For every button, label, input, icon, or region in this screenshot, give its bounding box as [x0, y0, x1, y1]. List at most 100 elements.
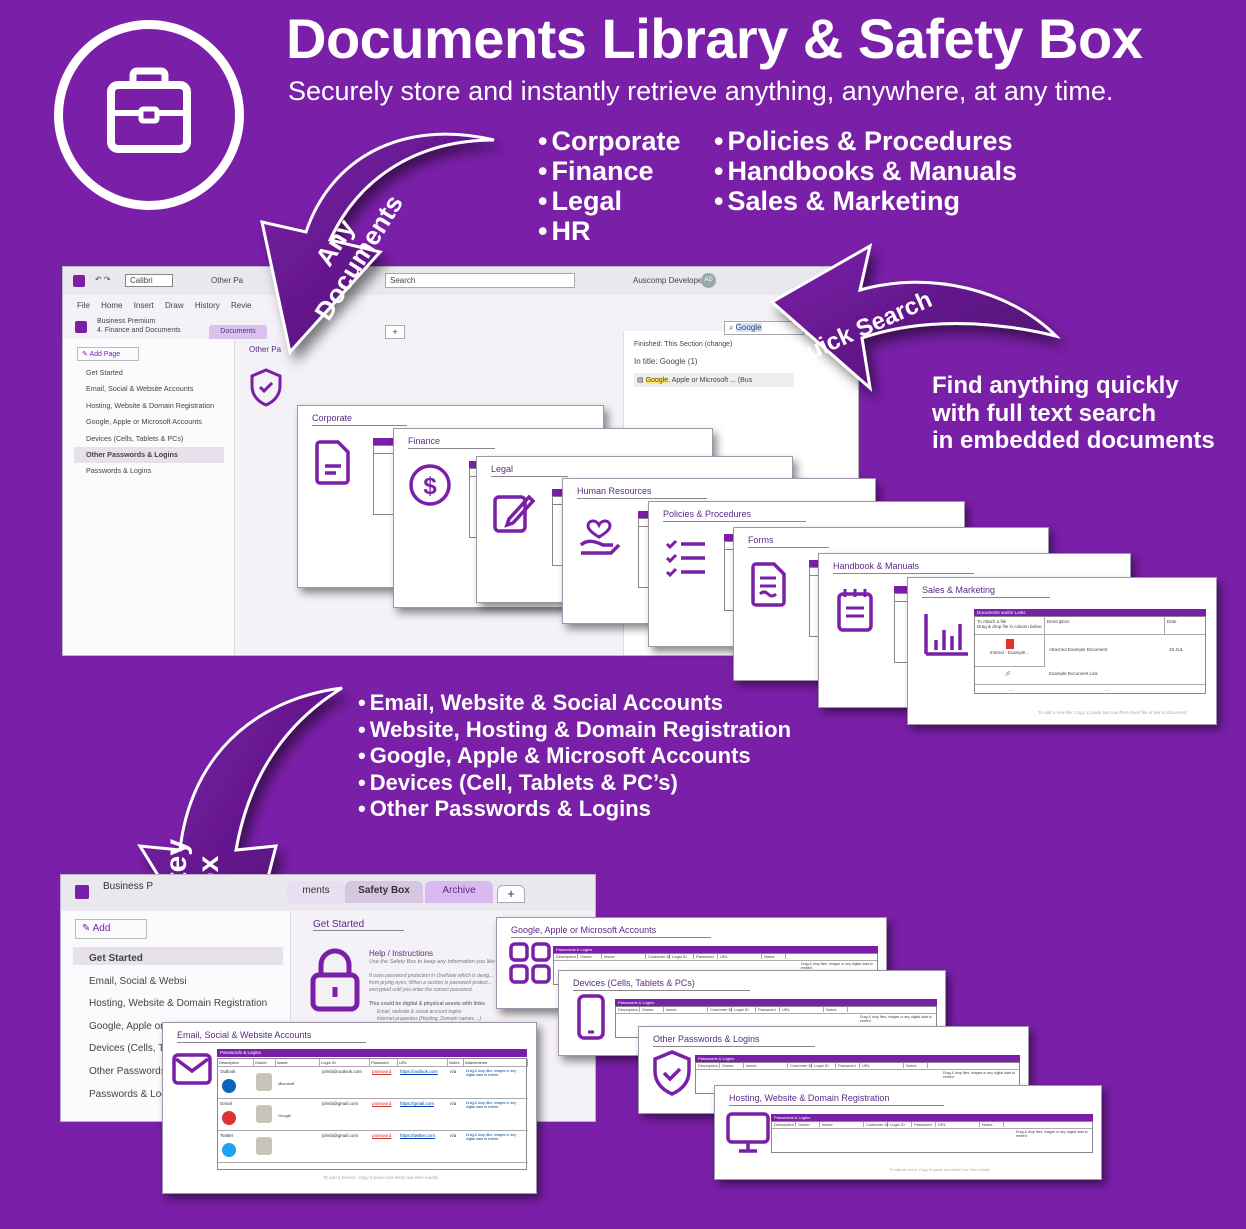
document-card[interactable]: Sales & Marketing Documents and/or Links… — [907, 577, 1217, 725]
search-scope[interactable]: Finished: This Section (change) — [634, 341, 733, 348]
page-title-text: Other Pa — [249, 345, 282, 354]
menu-item-home[interactable]: Home — [101, 301, 123, 310]
safety-card[interactable]: Hosting, Website & Domain Registration P… — [714, 1085, 1102, 1180]
list-item: Devices (Cell, Tablets & PC’s) — [358, 770, 791, 797]
bars-icon — [922, 610, 970, 663]
tab-documents[interactable]: Documents — [209, 325, 267, 339]
tab-archive[interactable]: Archive — [425, 881, 493, 903]
notebook-picker[interactable]: Business Premium 4. Finance and Document… — [97, 317, 181, 335]
title-bar: ↶ ↷ Calibri Other Pa Search Auscomp Deve… — [63, 267, 858, 295]
undo-icon[interactable]: ↶ ↷ — [95, 275, 111, 284]
page-item-selected[interactable]: Other Passwords & Logins — [74, 447, 224, 464]
attach-note: Drag & drop files, images or any digital… — [943, 1071, 1015, 1079]
page-item[interactable]: Hosting, Website & Domain Registration — [89, 998, 268, 1010]
search-input[interactable]: Search — [385, 273, 575, 288]
list-item: Google, Apple & Microsoft Accounts — [358, 743, 791, 770]
card-title: Sales & Marketing — [922, 585, 1051, 598]
login-cell: johnb@gmail.com — [322, 1101, 359, 1106]
page-item[interactable]: Google, Apple or — [89, 1020, 164, 1032]
notes-cell: n/a — [450, 1069, 457, 1074]
briefcase-logo — [54, 20, 244, 210]
page-item[interactable]: Other Passwords — [89, 1065, 166, 1077]
card-title: Finance — [408, 436, 496, 449]
login-cell: johnb@outlook.com — [322, 1069, 362, 1074]
notepad-icon — [833, 586, 881, 639]
doc-icon — [312, 438, 360, 491]
link-icon[interactable]: 🔗 — [1005, 671, 1011, 676]
table-row[interactable]: Twitter johnb@gmail.com password https:/… — [218, 1131, 528, 1163]
shield-icon — [250, 368, 282, 407]
tab-safety-box[interactable]: Safety Box — [345, 881, 423, 903]
add-page-button[interactable]: ✎ Add Page — [77, 347, 139, 361]
service-icon — [222, 1143, 236, 1157]
page-item[interactable]: Get Started — [86, 368, 123, 377]
page-item[interactable]: Hosting, Website & Domain Registration — [86, 400, 215, 410]
notebook-name[interactable]: Business P — [103, 881, 154, 892]
table-row — [975, 667, 1205, 685]
list-item: Corporate — [538, 126, 680, 156]
attach-note: Drag & drop files, images or any digital… — [860, 1015, 932, 1023]
password-cell[interactable]: password — [372, 1069, 392, 1074]
page-item[interactable]: Devices (Cells, Tablets & PCs) — [86, 433, 184, 443]
svg-text:$: $ — [423, 473, 437, 500]
page-item[interactable]: Email, Social & Website Accounts — [86, 384, 194, 394]
attach-note: Drag & drop files, images or any digital… — [466, 1133, 516, 1141]
table-band: Passwords & Logins — [771, 1114, 1093, 1121]
selected-page-highlight — [73, 947, 283, 965]
list-item: HR — [538, 216, 680, 246]
url-link[interactable]: https://outlook.com — [400, 1069, 438, 1074]
page-list: Get Started Email, Social & Websi Hostin… — [89, 948, 267, 1106]
card-footer: To add a new file: Copy & paste last row… — [1038, 710, 1187, 715]
col-header: URL — [398, 1059, 448, 1067]
menu-item-review[interactable]: Revie — [230, 301, 252, 310]
page-item[interactable]: Passwords & Logins — [86, 466, 152, 476]
add-page-button[interactable]: ✎ Add — [75, 919, 147, 939]
search-result-item[interactable]: ▤ Google, Apple or Microsoft ... (Bus — [634, 373, 794, 387]
table-band: Documents and/or Links — [974, 609, 1206, 616]
category-list-right: Policies & Procedures Handbooks & Manual… — [714, 126, 1017, 216]
page-item[interactable]: Passwords & Log — [89, 1088, 167, 1100]
search-box[interactable]: ⌕ Google — [724, 321, 804, 335]
card-title: Corporate — [312, 413, 408, 426]
tab-documents[interactable]: ments — [287, 881, 345, 903]
service-icon — [222, 1079, 236, 1093]
page-item[interactable]: Devices (Cells, Tal — [89, 1043, 172, 1055]
menu-item-draw[interactable]: Draw — [164, 301, 184, 310]
menu-item-history[interactable]: History — [194, 301, 220, 310]
desc-cell: Gmail — [220, 1101, 232, 1106]
url-link[interactable]: https://gmail.com — [400, 1101, 435, 1106]
page-item-selected[interactable]: Get Started — [89, 953, 143, 964]
lock-icon — [310, 948, 360, 1012]
card-title: Human Resources — [577, 486, 707, 499]
font-select[interactable]: Calibri — [125, 274, 173, 287]
add-section-button[interactable]: + — [385, 325, 405, 339]
card-title: Forms — [748, 535, 829, 548]
menu-item-file[interactable]: File — [77, 301, 90, 310]
add-section-button[interactable]: + — [497, 885, 525, 903]
col-header: Description — [218, 1059, 254, 1067]
help-subtitle: Use the Safety Box to keep any informati… — [369, 959, 495, 965]
password-cell[interactable]: password — [372, 1133, 392, 1138]
avatar[interactable]: AD — [701, 273, 716, 288]
issuer-cell: Microsoft — [278, 1081, 295, 1086]
file-cell[interactable]: Intrend - Example... — [975, 635, 1045, 667]
attach-note: Drag & drop files, images or any digital… — [1016, 1130, 1088, 1138]
table-row[interactable]: Outlook Microsoft johnb@outlook.com pass… — [218, 1067, 528, 1099]
search-title-count: In title: Google (1) — [634, 357, 698, 366]
owner-photo — [256, 1073, 272, 1091]
accounts-list: Email, Website & Social Accounts Website… — [358, 690, 791, 823]
menu-item-insert[interactable]: Insert — [133, 301, 154, 310]
password-cell[interactable]: password — [372, 1101, 392, 1106]
list-item: Website, Hosting & Domain Registration — [358, 717, 791, 744]
shield-icon — [649, 1049, 695, 1102]
page-item[interactable]: Google, Apple or Microsoft Accounts — [86, 417, 202, 427]
description-cell: Attached Example Document — [1049, 647, 1108, 652]
page-item[interactable]: Email, Social & Websi — [89, 975, 187, 987]
url-link[interactable]: https://twitter.com — [400, 1133, 436, 1138]
table-row[interactable]: Gmail Google johnb@gmail.com password ht… — [218, 1099, 528, 1131]
grid-icon — [507, 940, 553, 993]
list-item: Finance — [538, 156, 680, 186]
card-title: Devices (Cells, Tablets & PCs) — [573, 978, 750, 991]
